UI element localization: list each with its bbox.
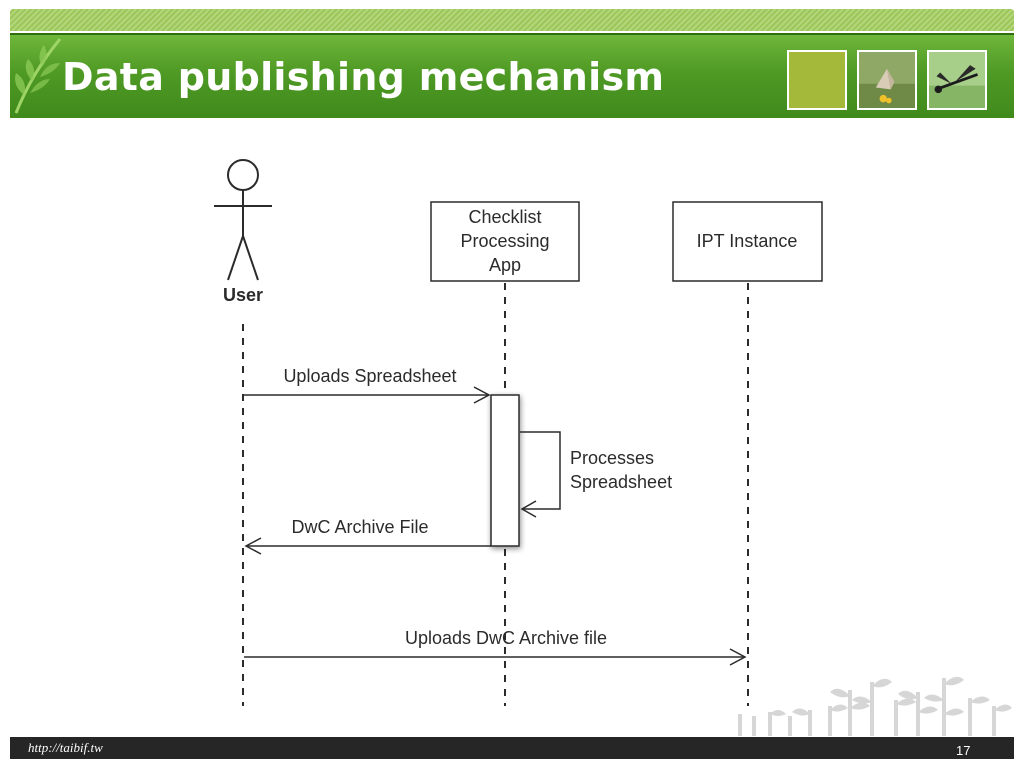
checklist-app-label-2: Processing xyxy=(460,231,549,251)
footer-url: http://taibif.tw xyxy=(28,740,103,755)
butterfly-photo xyxy=(857,50,917,110)
olive-swatch xyxy=(787,50,847,110)
seedlings-icon xyxy=(738,676,1012,736)
dragonfly-photo xyxy=(927,50,987,110)
self-message-arrow xyxy=(520,431,561,518)
checklist-app-box xyxy=(430,201,580,282)
user-actor-label: User xyxy=(223,285,263,305)
activation-bar xyxy=(490,394,520,547)
self-message-label-2: Spreadsheet xyxy=(570,472,672,492)
slide-title: Data publishing mechanism xyxy=(62,55,665,99)
message-dwc-archive-file-label: DwC Archive File xyxy=(291,517,428,537)
ipt-instance-label: IPT Instance xyxy=(697,231,798,251)
footer-bar xyxy=(10,737,1014,759)
leaf-icon xyxy=(14,38,62,114)
self-message-label-1: Processes xyxy=(570,448,654,468)
message-dwc-archive-file-arrow xyxy=(244,537,491,555)
header-stripe xyxy=(10,9,1014,31)
slide-number: 17 xyxy=(956,743,971,758)
checklist-app-label-3: App xyxy=(489,255,521,275)
message-uploads-spreadsheet-arrow xyxy=(244,386,491,404)
user-actor-icon xyxy=(214,159,272,281)
message-uploads-spreadsheet-label: Uploads Spreadsheet xyxy=(283,366,456,386)
checklist-app-label-1: Checklist xyxy=(468,207,541,227)
ipt-instance-box xyxy=(672,201,823,282)
message-uploads-dwc-arrow xyxy=(244,648,747,666)
message-uploads-dwc-label: Uploads DwC Archive file xyxy=(405,628,607,648)
